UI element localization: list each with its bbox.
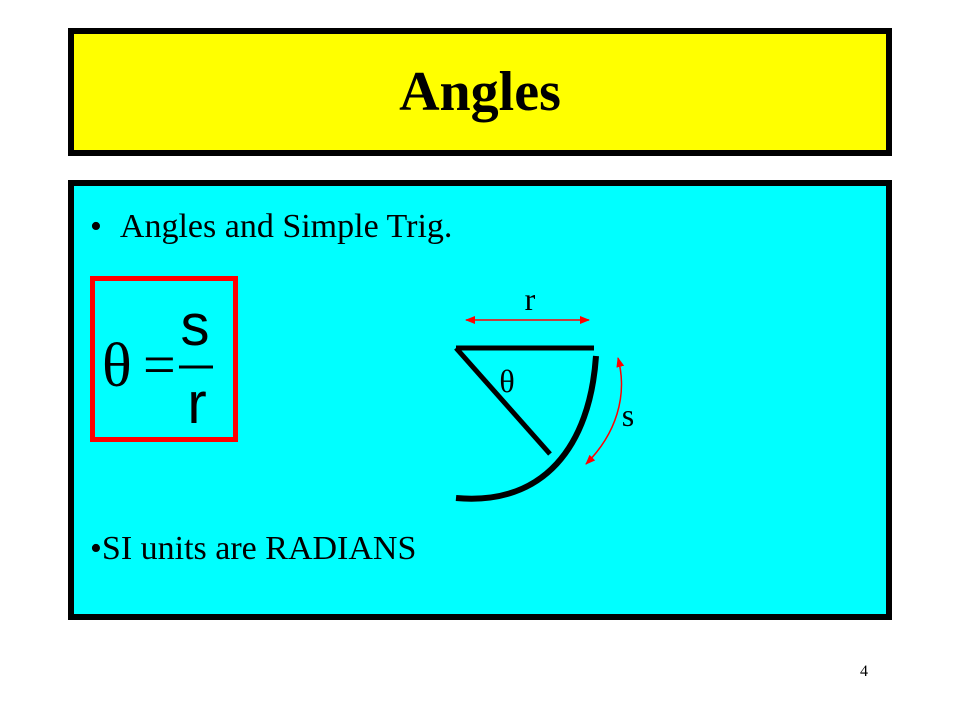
formula-equals: = [143,332,176,397]
title-banner: Angles [68,28,892,156]
angle-label: θ [499,363,514,399]
angle-diagram: r θ s [454,281,634,502]
bullet-dot: • [90,530,102,567]
bullet-text-1: Angles and Simple Trig. [119,208,453,245]
bullet-dot: • [90,208,102,245]
bullet-angles-simple-trig: • Angles and Simple Trig. [90,210,452,244]
formula-denominator: r [187,371,206,436]
bullet-text-2: SI units are RADIANS [101,530,417,567]
bullet-si-units: •SI units are RADIANS [90,532,416,566]
formula-theta: θ [102,332,132,400]
arc-length-arrow [585,357,625,465]
formula-box: θ = s r [90,276,238,442]
radius-label: r [525,281,536,317]
radius-line-diagonal [454,346,552,456]
arc-length-label: s [622,397,634,433]
slide-title: Angles [399,61,561,123]
formula-numerator: s [181,293,210,358]
formula-graphic: θ = s r [102,293,213,436]
content-panel: • Angles and Simple Trig. θ = s r r θ s •… [68,180,892,620]
page-number: 4 [860,663,868,680]
